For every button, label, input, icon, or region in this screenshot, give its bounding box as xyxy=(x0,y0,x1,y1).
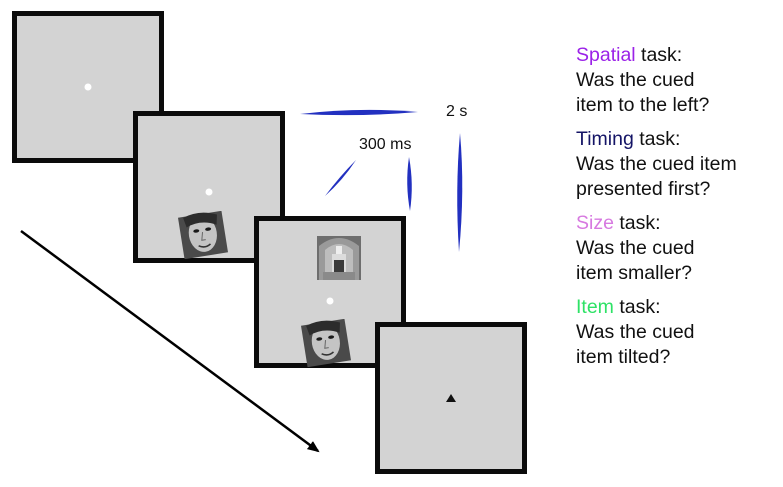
task-question-line2: presented first? xyxy=(576,178,711,200)
cue-triangle-icon xyxy=(446,394,456,402)
frame-response-cue xyxy=(375,322,527,474)
task-size: Size task: Was the cued item smaller? xyxy=(576,211,783,286)
frame-fixation xyxy=(12,11,164,163)
task-keyword: Spatial xyxy=(576,44,636,66)
task-question-line2: item smaller? xyxy=(576,262,692,284)
task-question-line1: Was the cued xyxy=(576,69,695,91)
interval-mark-300ms-left xyxy=(325,160,356,196)
task-question-line1: Was the cued xyxy=(576,237,695,259)
task-panel: Spatial task: Was the cued item to the l… xyxy=(576,43,783,379)
task-item: Item task: Was the cued item tilted? xyxy=(576,295,783,370)
task-suffix: task: xyxy=(633,128,681,150)
interval-label-300ms: 300 ms xyxy=(359,136,412,153)
interval-mark-2s-vertical xyxy=(457,133,463,252)
frame-first-item xyxy=(133,111,285,263)
face-image xyxy=(301,319,351,367)
interval-mark-2s-horizontal xyxy=(300,109,418,116)
task-question-line2: item to the left? xyxy=(576,94,710,116)
time-arrow xyxy=(20,229,320,453)
task-spatial: Spatial task: Was the cued item to the l… xyxy=(576,43,783,118)
fixation-dot xyxy=(326,297,334,305)
fixation-dot xyxy=(205,188,213,196)
task-question-line2: item tilted? xyxy=(576,346,671,368)
statue-image xyxy=(317,236,361,280)
task-question-line1: Was the cued xyxy=(576,321,695,343)
fixation-dot xyxy=(84,83,92,91)
task-suffix: task: xyxy=(613,296,661,318)
interval-label-2s: 2 s xyxy=(446,103,468,120)
interval-mark-300ms-right xyxy=(407,157,412,211)
task-keyword: Timing xyxy=(576,128,634,150)
task-question-line1: Was the cued item xyxy=(576,153,737,175)
frame-second-item xyxy=(254,216,406,368)
task-suffix: task: xyxy=(635,44,683,66)
task-keyword: Size xyxy=(576,212,614,234)
face-image xyxy=(178,211,228,259)
task-timing: Timing task: Was the cued item presented… xyxy=(576,127,783,202)
task-keyword: Item xyxy=(576,296,614,318)
task-suffix: task: xyxy=(613,212,661,234)
